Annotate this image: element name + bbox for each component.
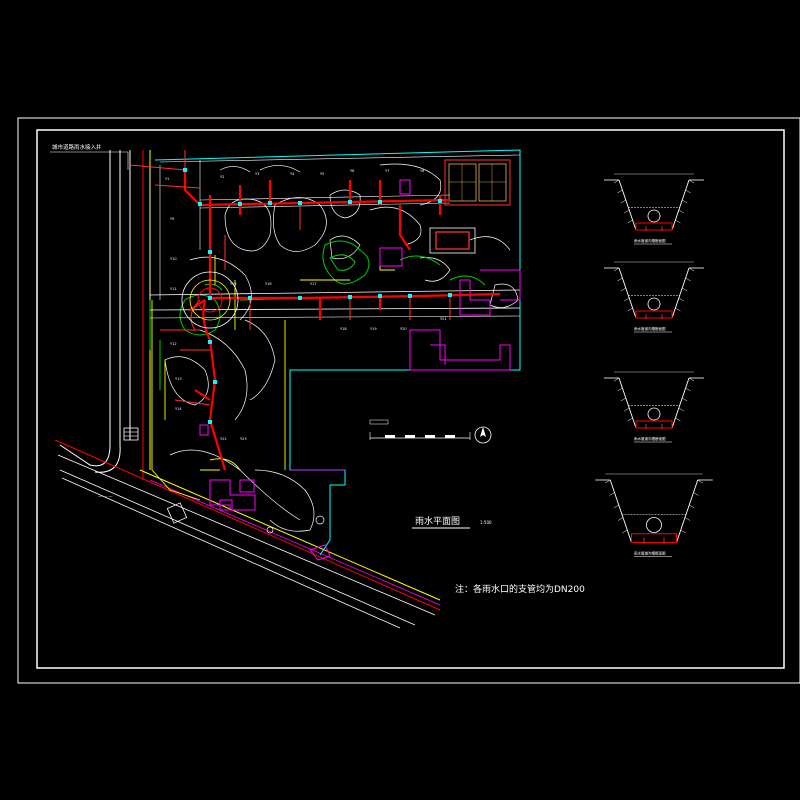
north-arrow-icon [474,426,492,444]
trench-section-3: 雨水管道沟槽断面图 [604,371,704,443]
section-title: 雨水管道沟槽断面图 [634,551,666,556]
svg-text:Y20: Y20 [400,327,407,331]
svg-text:Y9: Y9 [170,217,174,221]
walkways [149,165,521,319]
scale-bar [369,419,471,440]
inner-frame [36,129,785,669]
drawing-scale: 1:500 [480,520,492,525]
svg-text:Y21: Y21 [440,317,447,321]
svg-text:Y11: Y11 [170,287,177,291]
tennis-courts [429,159,511,254]
svg-text:Y10: Y10 [170,257,177,261]
svg-text:Y12: Y12 [170,342,177,346]
drawing-title-block: 雨水平面图 1:500 注：各雨水口的支管均为DN200 [412,515,585,595]
left-road-label-group: 城市道路雨水接入井 [50,143,129,170]
outer-frame [17,117,800,684]
svg-text:Y17: Y17 [310,282,317,286]
drawing-note: 注：各雨水口的支管均为DN200 [455,583,585,595]
branch-pipes [129,150,451,406]
section-title: 雨水管道沟槽断面图 [634,436,666,441]
trench-section-4: 雨水管道沟槽断面图 [595,473,713,557]
svg-text:Y13: Y13 [175,377,182,381]
drawing-title: 雨水平面图 [415,515,460,527]
svg-text:Y23: Y23 [240,437,247,441]
yellow-walls [151,250,395,501]
svg-text:Y4: Y4 [290,172,295,176]
svg-text:Y3: Y3 [255,172,259,176]
buildings [199,179,521,561]
section-title: 雨水管道沟槽断面图 [634,326,666,331]
svg-text:Y14: Y14 [175,407,182,411]
svg-text:Y16: Y16 [265,282,272,286]
svg-text:Y8: Y8 [420,169,424,173]
left-road-label: 城市道路雨水接入井 [52,143,102,151]
svg-text:Y5: Y5 [320,172,324,176]
svg-text:Y6: Y6 [350,169,354,173]
trench-section-2: 雨水管道沟槽断面图 [604,261,704,333]
svg-text:Y15: Y15 [230,282,237,286]
diagonal-road: — — — [54,439,441,629]
trench-section-1: 雨水管道沟槽断面图 [604,173,704,245]
svg-text:Y22: Y22 [220,437,227,441]
svg-text:Y19: Y19 [370,327,377,331]
svg-text:Y18: Y18 [340,327,347,331]
svg-text:Y7: Y7 [385,169,389,173]
svg-text:Y2: Y2 [220,175,224,179]
section-title: 雨水管道沟槽断面图 [634,238,666,243]
svg-text:Y1: Y1 [165,177,169,181]
manholes [183,168,452,424]
svg-text:— — —: — — — [98,494,113,499]
round-plaza [181,271,239,329]
